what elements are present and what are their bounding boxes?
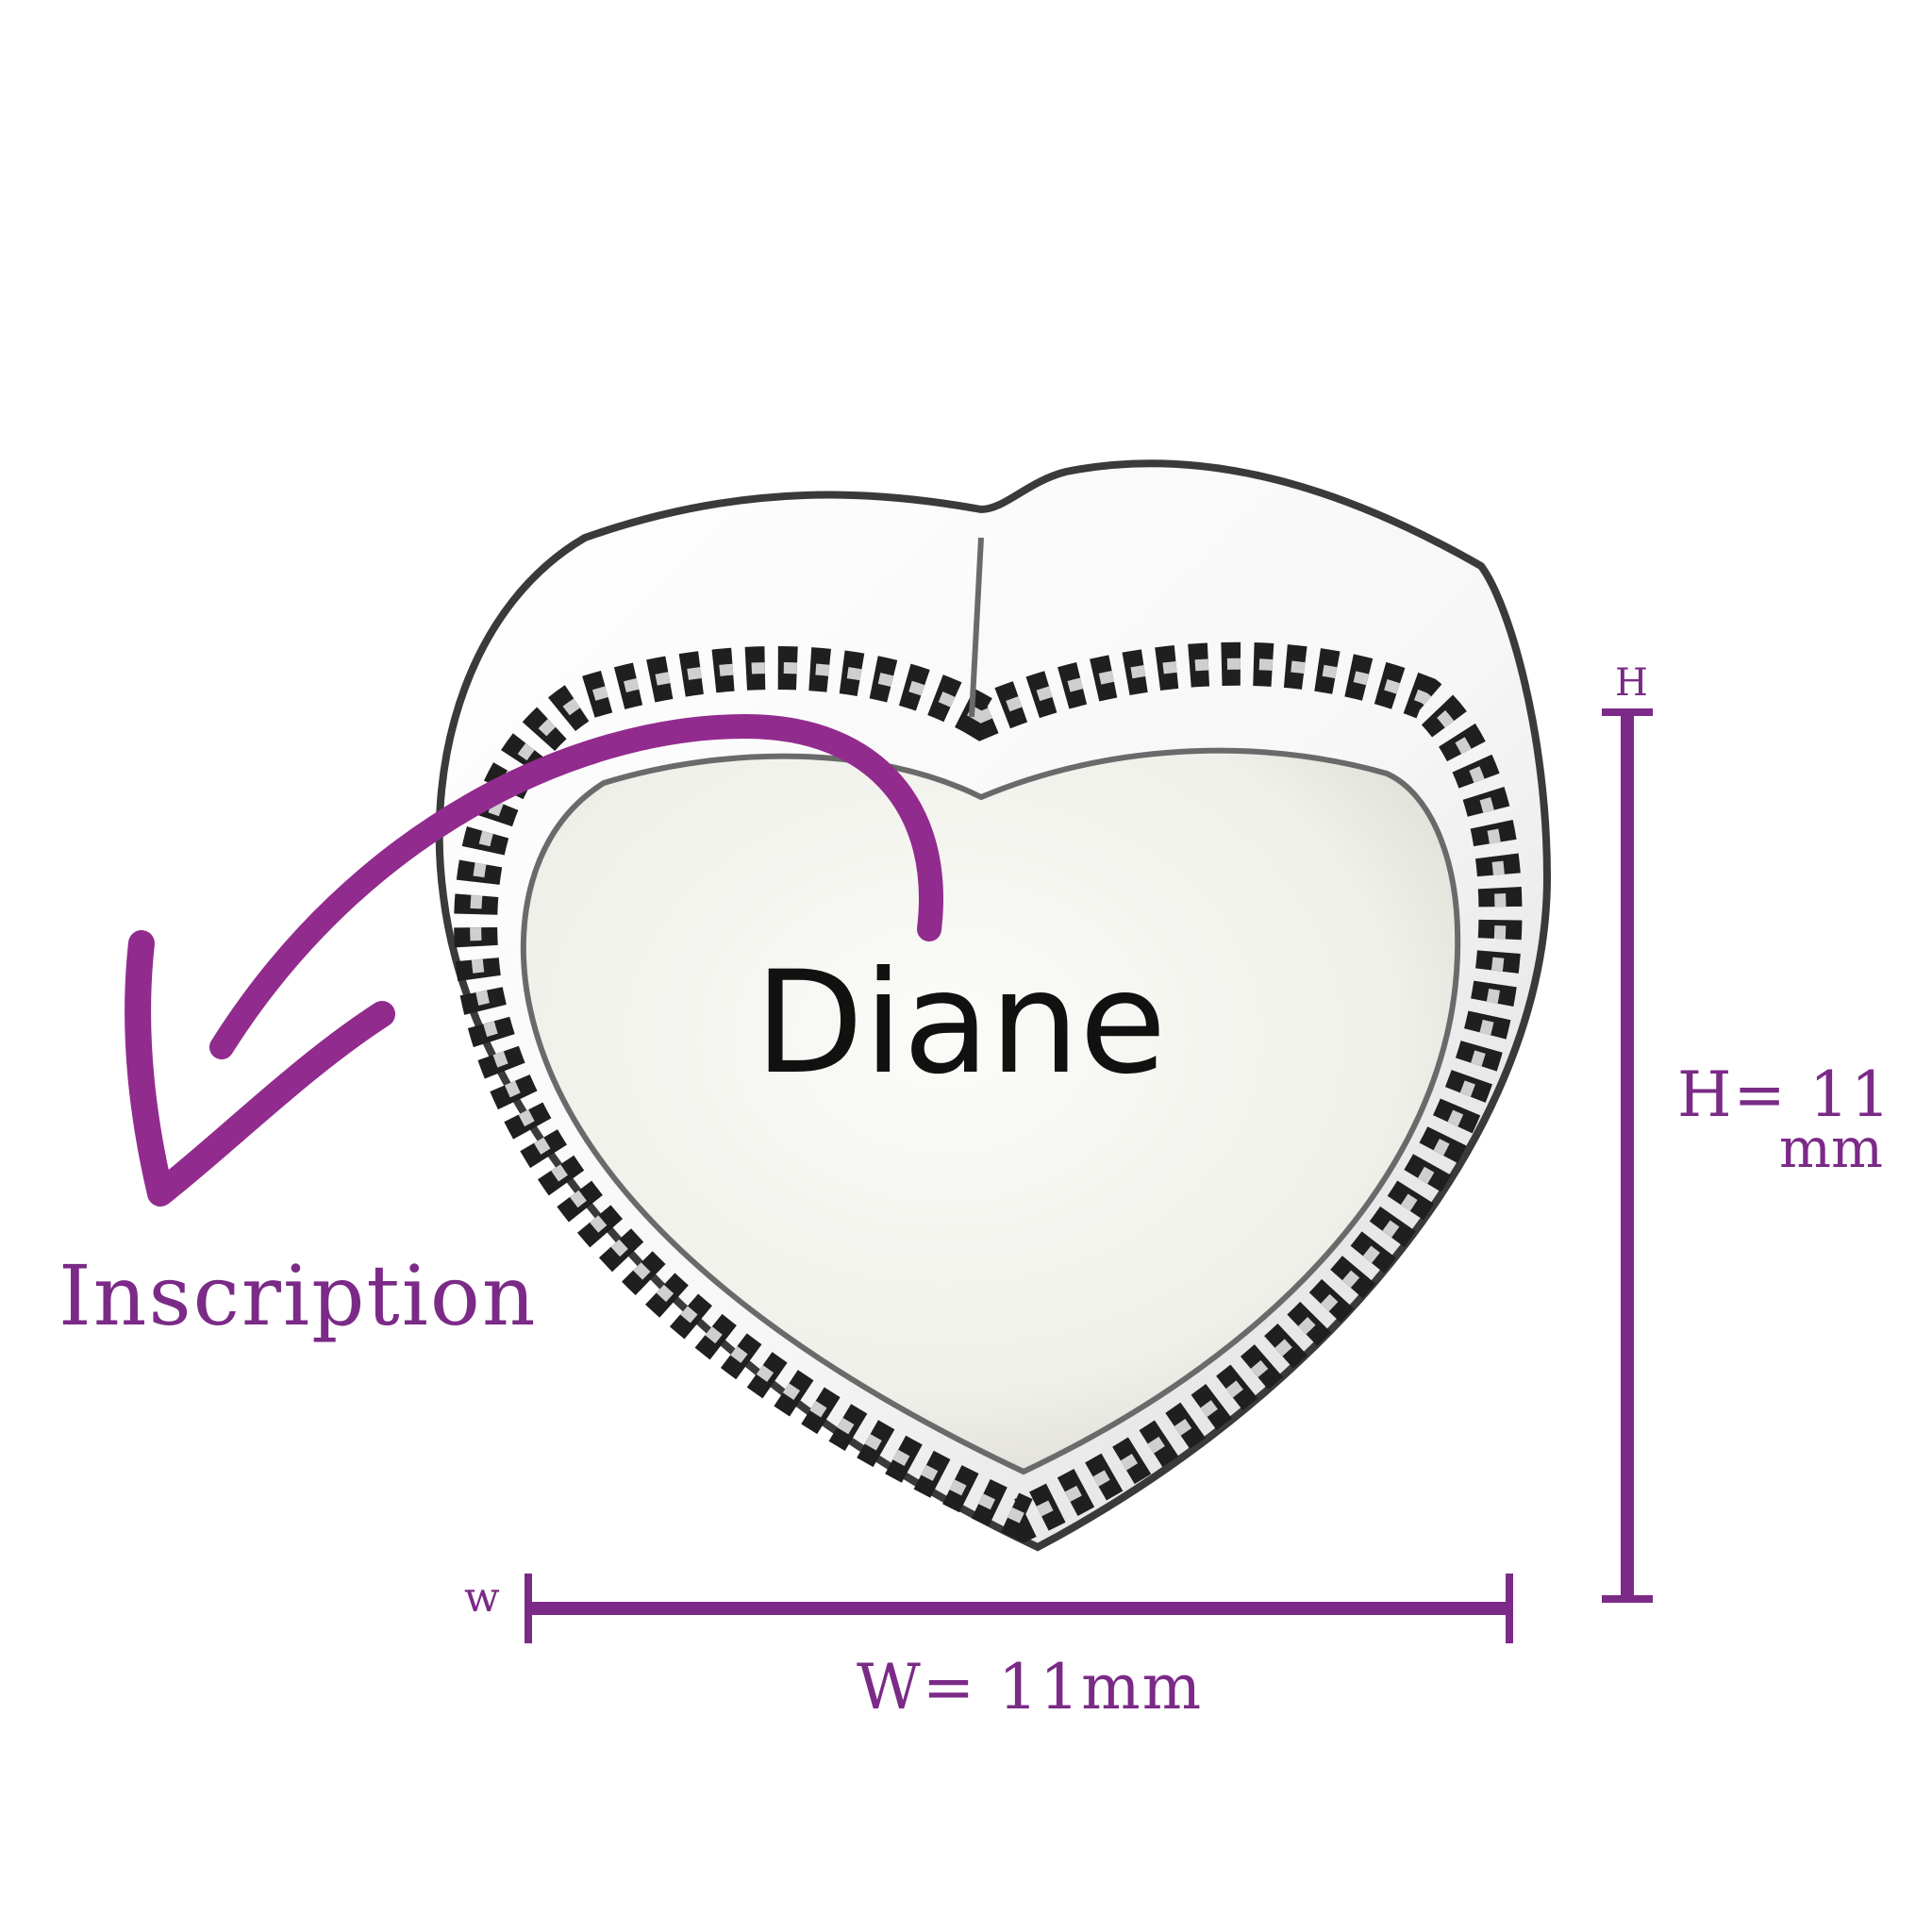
height-dimension-line: [1602, 708, 1653, 1603]
width-dimension-line: [525, 1574, 1513, 1643]
curved-arrow-icon: [125, 713, 943, 1207]
charm-center-seam: [969, 537, 984, 718]
inscription-label: Inscription: [58, 1247, 538, 1344]
height-label: H= 11: [1677, 1058, 1892, 1131]
width-label: W= 11mm: [857, 1651, 1204, 1724]
engraved-name: Diane: [755, 941, 1167, 1106]
width-marker: w: [464, 1574, 500, 1622]
height-marker: H: [1615, 661, 1648, 705]
height-unit-label: mm: [1779, 1116, 1883, 1180]
charm-rim-highlight: [470, 658, 1507, 1525]
charm-engraving-face: [520, 747, 1461, 1475]
